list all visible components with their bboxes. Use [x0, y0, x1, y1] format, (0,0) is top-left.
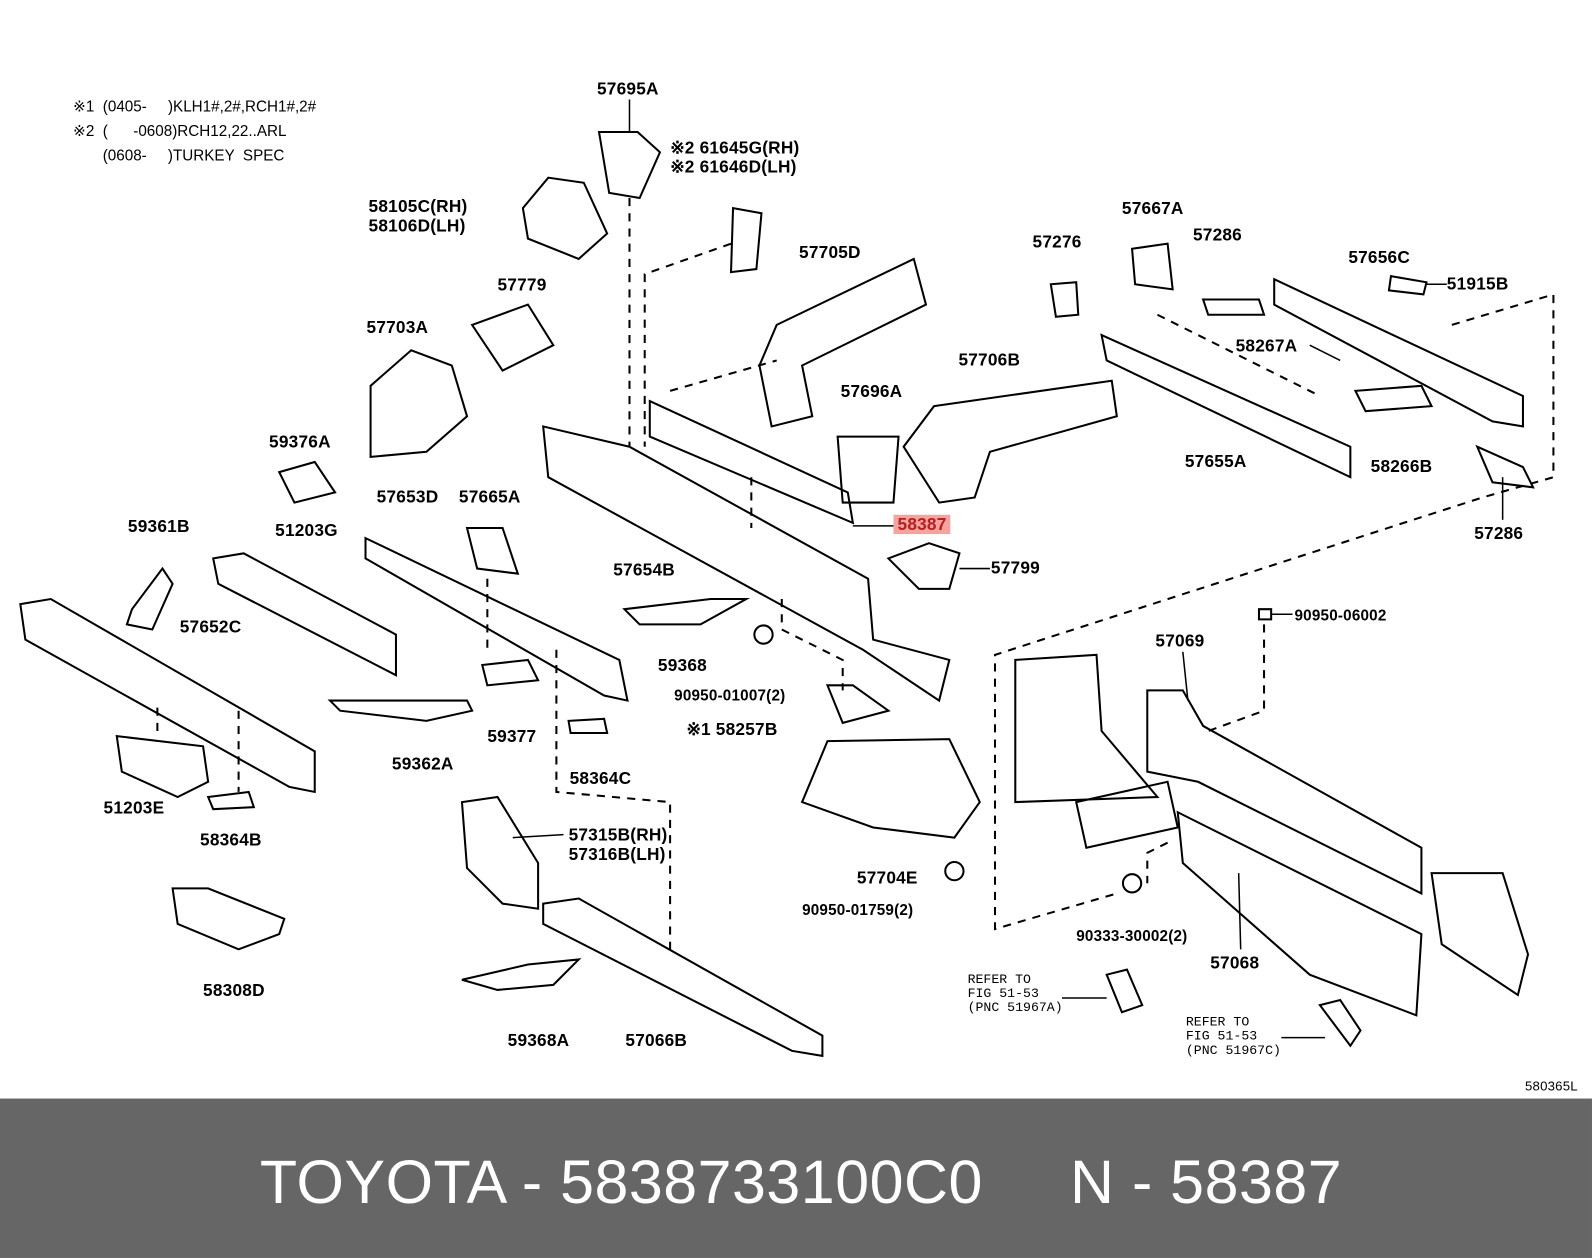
part-label-57656c[interactable]: 57656C [1348, 247, 1410, 268]
part-label-59376a[interactable]: 59376A [269, 432, 331, 452]
part-label-51915b[interactable]: 51915B [1446, 274, 1509, 294]
part-label-59368a[interactable]: 59368A [507, 1030, 570, 1050]
note-1: ※1 (0405- )KLH1#,2#,RCH1#,2# [73, 98, 317, 116]
part-label-57068[interactable]: 57068 [1210, 953, 1260, 973]
footer-bar [0, 1098, 1592, 1258]
part-label-57779[interactable]: 57779 [497, 275, 547, 295]
part-label-57286-b[interactable]: 57286 [1474, 523, 1524, 544]
part-label-51203e[interactable]: 51203E [103, 798, 165, 818]
part-label-57695a[interactable]: 57695A [596, 79, 659, 99]
part-label-59377[interactable]: 59377 [487, 726, 537, 747]
part-label-57655a[interactable]: 57655A [1184, 451, 1247, 472]
footer-part-title: TOYOTA - 5838733100C0 N - 58387 [259, 1148, 1343, 1217]
part-label-57316b[interactable]: 57316B(LH) [568, 844, 666, 865]
part-label-57654b[interactable]: 57654B [613, 560, 675, 580]
refer-note-51967c: REFER TO FIG 51-53 (PNC 51967C) [1185, 1014, 1281, 1058]
part-label-90950-06002[interactable]: 90950-06002 [1294, 607, 1387, 625]
part-label-57696a[interactable]: 57696A [840, 381, 903, 402]
part-label-58364c[interactable]: 58364C [569, 768, 632, 788]
part-outlines [19, 130, 1535, 1058]
dashed-leaders [156, 197, 1555, 955]
figure-id: 580365L [1524, 1078, 1578, 1094]
part-label-58266b[interactable]: 58266B [1370, 456, 1433, 477]
note-3: (0608- )TURKEY SPEC [73, 147, 285, 165]
part-label-57799[interactable]: 57799 [990, 558, 1040, 578]
part-label-57286[interactable]: 57286 [1192, 225, 1242, 245]
part-label-59361b[interactable]: 59361B [127, 516, 190, 537]
part-label-57315b[interactable]: 57315B(RH) [568, 825, 668, 845]
part-label-90950-01007[interactable]: 90950-01007(2) [674, 687, 786, 705]
leader-lines [512, 99, 1504, 1039]
part-label-57066b[interactable]: 57066B [625, 1030, 688, 1050]
part-label-58105c[interactable]: 58105C(RH) [368, 196, 468, 217]
part-label-61645g[interactable]: ※2 61645G(RH) [670, 138, 800, 158]
part-label-57069[interactable]: 57069 [1155, 631, 1205, 651]
part-label-57706b[interactable]: 57706B [958, 350, 1021, 370]
parts-illustration [19, 99, 1555, 1058]
part-label-57665a[interactable]: 57665A [458, 487, 521, 507]
refer-note-51967a: REFER TO FIG 51-53 (PNC 51967A) [967, 971, 1063, 1016]
part-label-51203g[interactable]: 51203G [275, 520, 338, 541]
part-label-58106d[interactable]: 58106D(LH) [368, 216, 466, 236]
part-label-61646d[interactable]: ※2 61646D(LH) [670, 157, 797, 177]
part-label-59368[interactable]: 59368 [657, 655, 707, 676]
note-2: ※2 ( -0608)RCH12,22..ARL [73, 122, 287, 141]
part-label-57667a[interactable]: 57667A [1121, 198, 1184, 219]
part-label-90333-30002[interactable]: 90333-30002(2) [1076, 927, 1188, 946]
part-label-58308d[interactable]: 58308D [203, 980, 265, 1001]
part-label-90950-01759[interactable]: 90950-01759(2) [802, 901, 914, 919]
part-label-58364b[interactable]: 58364B [200, 830, 262, 850]
part-label-57704e[interactable]: 57704E [856, 868, 918, 888]
part-label-58267a[interactable]: 58267A [1235, 336, 1298, 356]
part-label-57653d[interactable]: 57653D [376, 487, 439, 507]
part-label-57705d[interactable]: 57705D [799, 242, 861, 262]
part-label-57703a[interactable]: 57703A [366, 317, 429, 338]
part-label-59362a[interactable]: 59362A [391, 754, 454, 774]
part-label-58387-highlighted[interactable]: 58387 [893, 514, 951, 535]
part-label-57276[interactable]: 57276 [1032, 232, 1082, 252]
part-label-58257b[interactable]: ※1 58257B [686, 719, 778, 740]
part-label-57652c[interactable]: 57652C [179, 617, 242, 637]
